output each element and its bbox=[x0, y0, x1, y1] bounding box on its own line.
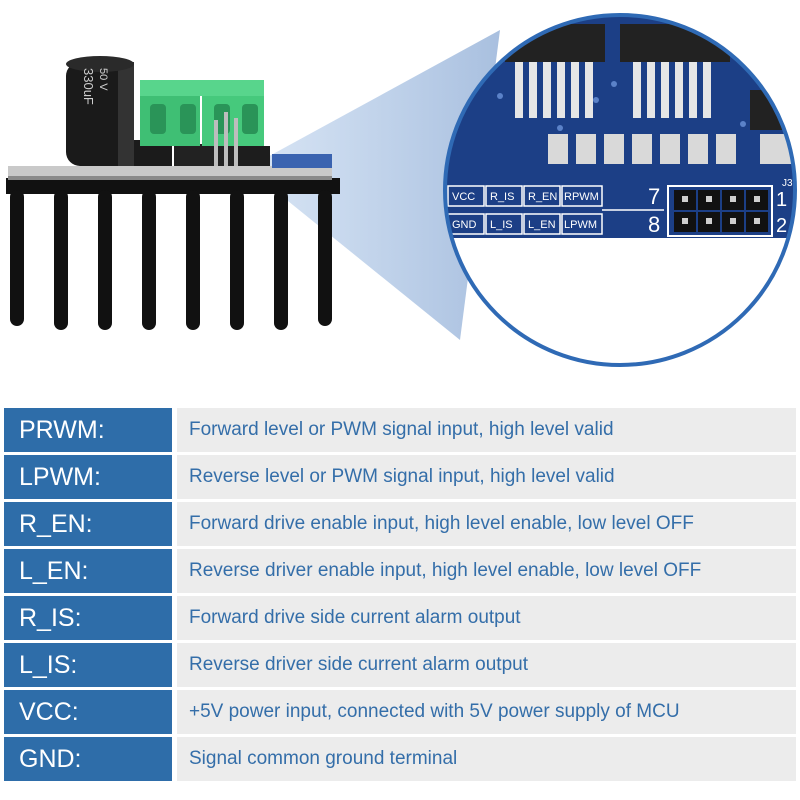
silk-r-en: R_EN bbox=[528, 191, 557, 203]
silk-r-is: R_IS bbox=[490, 191, 514, 203]
table-row: L_EN: Reverse driver enable input, high … bbox=[4, 549, 796, 593]
table-row: R_IS: Forward drive side current alarm o… bbox=[4, 596, 796, 640]
table-row: L_IS: Reverse driver side current alarm … bbox=[4, 643, 796, 687]
smd-led-row bbox=[548, 134, 795, 164]
pin-name: PRWM: bbox=[4, 408, 172, 452]
pin-number-8: 8 bbox=[648, 212, 660, 237]
connector-ref: J3 bbox=[782, 178, 793, 189]
pin-description: Forward drive side current alarm output bbox=[177, 596, 796, 640]
product-illustration: 330uF 50 V bbox=[6, 13, 797, 367]
pin-description: +5V power input, connected with 5V power… bbox=[177, 690, 796, 734]
board-side-view: 330uF 50 V bbox=[6, 56, 340, 330]
table-row: GND: Signal common ground terminal bbox=[4, 737, 796, 781]
pin-description: Signal common ground terminal bbox=[177, 737, 796, 781]
capacitor-label: 330uF bbox=[81, 68, 96, 105]
table-row: VCC: +5V power input, connected with 5V … bbox=[4, 690, 796, 734]
table-row: LPWM: Reverse level or PWM signal input,… bbox=[4, 455, 796, 499]
silk-lpwm: LPWM bbox=[564, 219, 597, 231]
pin-description: Forward drive enable input, high level e… bbox=[177, 502, 796, 546]
pin-number-1: 1 bbox=[776, 189, 787, 211]
pin-number-2: 2 bbox=[776, 215, 787, 237]
pin-name: LPWM: bbox=[4, 455, 172, 499]
pin-description: Reverse driver enable input, high level … bbox=[177, 549, 796, 593]
pin-header: 1 2 J3 bbox=[667, 178, 793, 237]
electrolytic-capacitor: 330uF 50 V bbox=[66, 56, 134, 166]
pin-name: VCC: bbox=[4, 690, 172, 734]
table-row: PRWM: Forward level or PWM signal input,… bbox=[4, 408, 796, 452]
silk-rpwm: RPWM bbox=[564, 191, 599, 203]
pin-description: Reverse driver side current alarm output bbox=[177, 643, 796, 687]
pin-name: GND: bbox=[4, 737, 172, 781]
silk-l-en: L_EN bbox=[528, 219, 556, 231]
magnifier-ring bbox=[443, 13, 797, 367]
pin-name: R_EN: bbox=[4, 502, 172, 546]
pin-name: R_IS: bbox=[4, 596, 172, 640]
magnifier-beam bbox=[262, 30, 500, 340]
capacitor-voltage: 50 V bbox=[97, 68, 109, 91]
pin-name: L_EN: bbox=[4, 549, 172, 593]
magnified-pcb: VCC R_IS R_EN RPWM GND L_IS L_EN LPWM 7 … bbox=[445, 15, 795, 365]
pin-description: Forward level or PWM signal input, high … bbox=[177, 408, 796, 452]
header-silkscreen: VCC R_IS R_EN RPWM GND L_IS L_EN LPWM 7 … bbox=[447, 184, 664, 237]
silk-vcc: VCC bbox=[452, 191, 475, 203]
pin-number-7: 7 bbox=[648, 184, 660, 209]
silk-l-is: L_IS bbox=[490, 219, 513, 231]
silk-gnd: GND bbox=[452, 219, 477, 231]
screw-terminal bbox=[140, 80, 264, 146]
pin-description-table: PRWM: Forward level or PWM signal input,… bbox=[4, 408, 796, 784]
heatsink bbox=[6, 178, 340, 330]
pin-description: Reverse level or PWM signal input, high … bbox=[177, 455, 796, 499]
pin-name: L_IS: bbox=[4, 643, 172, 687]
table-row: R_EN: Forward drive enable input, high l… bbox=[4, 502, 796, 546]
